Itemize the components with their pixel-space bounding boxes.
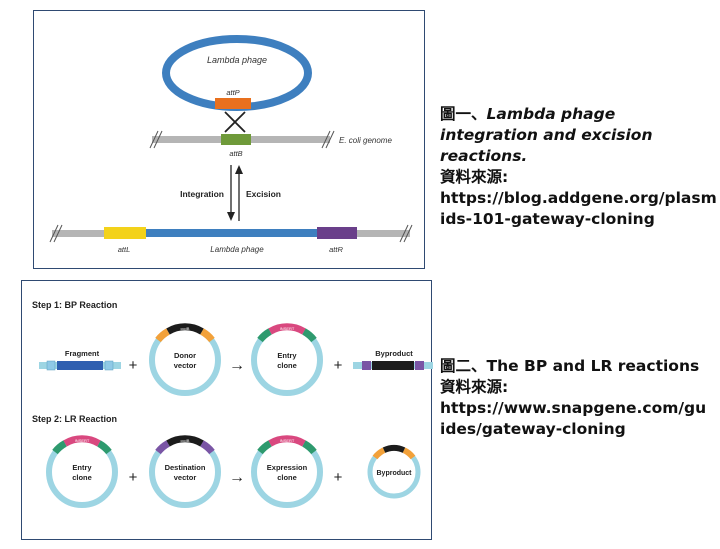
crossover-line-b — [224, 111, 246, 133]
entry-insert-arc — [268, 323, 306, 335]
entry2-insert-tag: INSERT — [75, 438, 90, 443]
destination-ccdb-tag: ccdB — [181, 438, 190, 443]
expression-label-1: Expression — [267, 463, 308, 472]
entry-attL2 — [302, 328, 317, 343]
expression-insert-tag: INSERT — [280, 438, 295, 443]
integrated-break-right — [399, 224, 409, 243]
lambda-diagram: Lambda phage attP attB E. coli genome In… — [49, 35, 413, 254]
caption2-url-line1: https://www.snapgene.com/gu — [440, 399, 707, 417]
caption2-url-line2: ides/gateway-cloning — [440, 420, 626, 438]
destination-attR1 — [155, 440, 170, 455]
figure-gateway-reactions: Step 1: BP Reaction Fragment + ccdB Dono… — [21, 280, 433, 540]
expression-attB1 — [257, 440, 272, 455]
entry2-label-1: Entry — [72, 463, 92, 472]
plus-1: + — [129, 357, 138, 374]
fragment-label: Fragment — [65, 349, 100, 358]
entry2-attL1 — [52, 440, 67, 455]
byproduct-label-1: Byproduct — [375, 349, 413, 358]
plus-3: + — [129, 469, 138, 486]
plus-4: + — [334, 469, 343, 486]
attL-site — [104, 227, 146, 239]
fragment-attB2 — [104, 360, 114, 371]
entry2-attL2 — [97, 440, 112, 455]
integration-arrowhead — [227, 212, 235, 221]
attR-label: attR — [329, 245, 343, 254]
genome-break-right-2 — [325, 130, 335, 149]
expression-attB2 — [302, 440, 317, 455]
attP-label: attP — [226, 88, 239, 97]
lambda-phage-label: Lambda phage — [207, 55, 267, 65]
attB-label: attB — [229, 149, 242, 158]
integrated-break-right-2 — [403, 224, 413, 243]
excision-arrowhead — [235, 165, 243, 174]
entry2-insert-arc — [63, 435, 101, 447]
integrated-genome-left — [52, 230, 112, 237]
step1-title: Step 1: BP Reaction — [32, 300, 117, 310]
genome-break-left — [149, 130, 159, 149]
byproduct-ccdb — [372, 361, 414, 370]
donor-ccdb-arc — [166, 323, 204, 335]
entry-insert-tag: INSERT — [280, 326, 295, 331]
integration-label: Integration — [180, 189, 224, 199]
arrow-2: → — [229, 469, 245, 486]
figure-lambda-integration: Lambda phage attP attB E. coli genome In… — [33, 10, 425, 269]
byproduct-attR2 — [415, 361, 424, 370]
destination-label-1: Destination — [165, 463, 206, 472]
entry-label-2: clone — [277, 361, 297, 370]
caption1-url-line2: ids-101-gateway-cloning — [440, 210, 655, 228]
caption-figure-2: 圖二、The BP and LR reactions 資料來源: https:/… — [440, 356, 706, 440]
genome-label: E. coli genome — [339, 136, 392, 145]
fragment-attB1 — [46, 360, 56, 371]
genome-break-left-2 — [153, 130, 163, 149]
byproduct2-attP2 — [402, 447, 416, 460]
destination-label-2: vector — [174, 473, 197, 482]
excision-label: Excision — [246, 189, 281, 199]
destination-ccdb-arc — [166, 435, 204, 447]
caption1-title-line2: integration and excision — [440, 126, 653, 144]
expression-label-2: clone — [277, 473, 297, 482]
destination-attR2 — [200, 440, 215, 455]
arrow-1: → — [229, 357, 245, 374]
expression-insert-arc — [268, 435, 306, 447]
caption-figure-1: 圖一、Lambda phage integration and excision… — [440, 104, 717, 230]
attL-label: attL — [118, 245, 131, 254]
integrated-break-left — [49, 224, 59, 243]
entry2-label-2: clone — [72, 473, 92, 482]
integrated-phage-bar — [112, 229, 352, 237]
integrated-genome-right — [352, 230, 410, 237]
donor-attP1 — [155, 328, 170, 343]
byproduct2-attP1 — [372, 447, 386, 460]
attP-site — [215, 98, 251, 109]
caption2-title: 圖二、The BP and LR reactions — [440, 357, 700, 375]
donor-attP2 — [200, 328, 215, 343]
caption1-prefix: 圖一、 — [440, 105, 487, 123]
caption2-source-label: 資料來源: — [440, 378, 509, 396]
step2-title: Step 2: LR Reaction — [32, 414, 117, 424]
attR-site — [317, 227, 357, 239]
caption1-source-label: 資料來源: — [440, 168, 509, 186]
caption1-url-line1: https://blog.addgene.org/plasm — [440, 189, 717, 207]
entry-attL1 — [257, 328, 272, 343]
caption1-title-line3: reactions. — [440, 147, 528, 165]
donor-label-2: vector — [174, 361, 197, 370]
byproduct2-ccdb-arc — [382, 445, 406, 454]
attB-site — [221, 134, 251, 145]
entry-label-1: Entry — [277, 351, 297, 360]
caption1-title-line1: Lambda phage — [486, 105, 616, 123]
fragment-insert — [57, 361, 103, 370]
byproduct-label-2: Byproduct — [377, 470, 413, 477]
donor-label-1: Donor — [174, 351, 196, 360]
genome-break-right — [321, 130, 331, 149]
byproduct-attR1 — [362, 361, 371, 370]
gateway-diagram: Step 1: BP Reaction Fragment + ccdB Dono… — [32, 300, 433, 508]
integrated-break-left-2 — [53, 224, 63, 243]
integrated-phage-label: Lambda phage — [210, 245, 264, 254]
plus-2: + — [334, 357, 343, 374]
donor-ccdb-tag: ccdB — [181, 326, 190, 331]
